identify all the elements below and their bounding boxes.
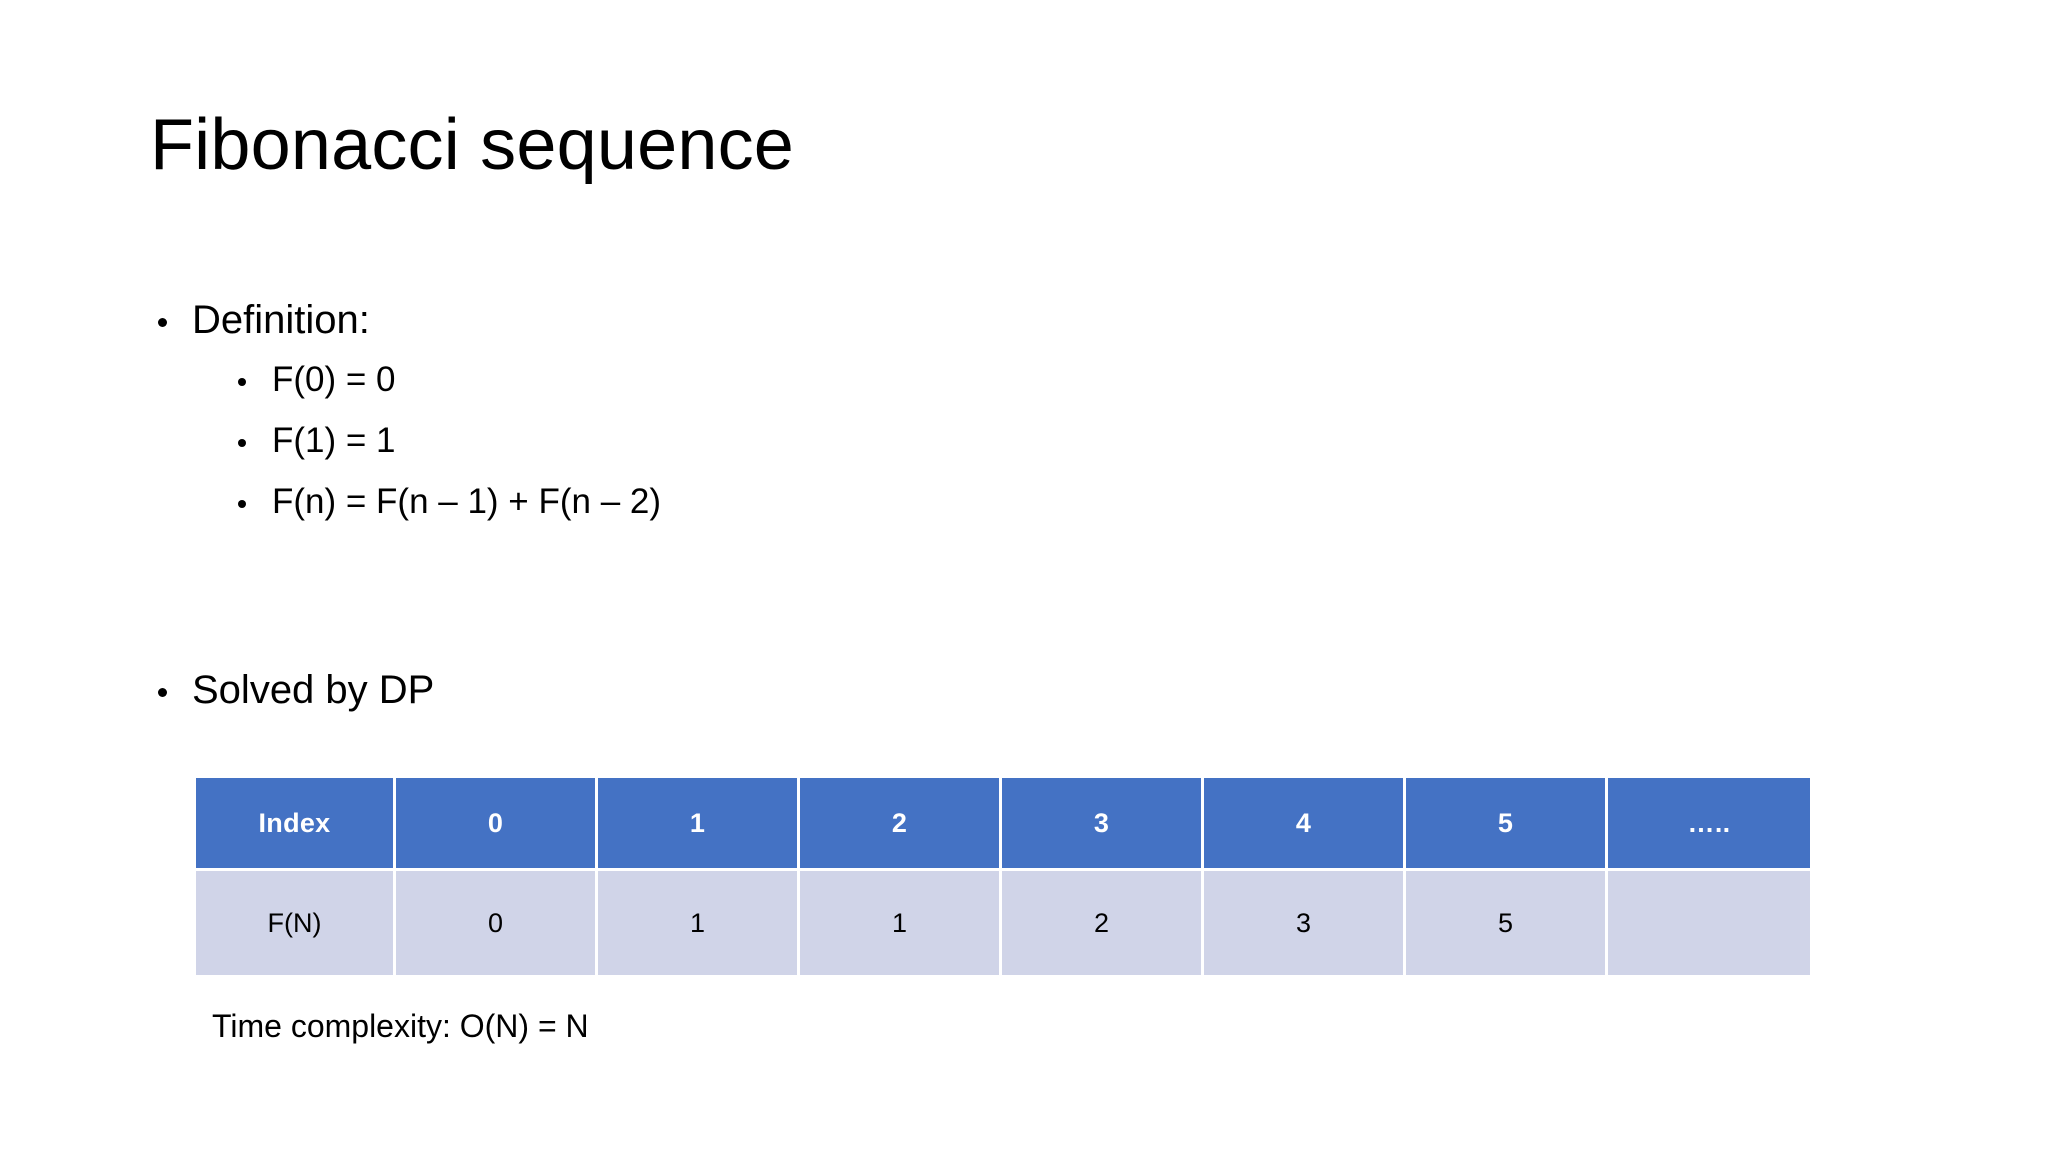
table-header-cell-1: 1 bbox=[598, 778, 800, 871]
sub-bullet-fn: F(n) = F(n – 1) + F(n – 2) bbox=[150, 484, 1550, 519]
table-header-cell-3: 3 bbox=[1002, 778, 1204, 871]
sub-bullet-f1-label: F(1) = 1 bbox=[272, 421, 396, 460]
table-header-cell-2: 2 bbox=[800, 778, 1002, 871]
table-cell-fn-3: 2 bbox=[1002, 871, 1204, 975]
bullet-solved-by-dp-label: Solved by DP bbox=[192, 668, 435, 712]
time-complexity-note: Time complexity: O(N) = N bbox=[212, 1008, 589, 1044]
table-header-cell-index: Index bbox=[196, 778, 396, 871]
bullet-solved-by-dp: Solved by DP bbox=[150, 670, 434, 710]
bullet-definition: Definition: bbox=[150, 300, 1550, 340]
table-header-cell-0: 0 bbox=[396, 778, 598, 871]
table-cell-fn-2: 1 bbox=[800, 871, 1002, 975]
table-cell-fn-label: F(N) bbox=[196, 871, 396, 975]
table-row: F(N) 0 1 1 2 3 5 bbox=[196, 871, 1810, 975]
page-title: Fibonacci sequence bbox=[150, 105, 795, 185]
definition-sub-list: F(0) = 0 F(1) = 1 F(n) = F(n – 1) + F(n … bbox=[150, 362, 1550, 519]
table-header-row: Index 0 1 2 3 4 5 ….. bbox=[196, 778, 1810, 871]
table-header-cell-ellipsis: ….. bbox=[1608, 778, 1810, 871]
bullet-dot-icon bbox=[158, 688, 167, 698]
bullet-dot-icon bbox=[238, 500, 246, 509]
table-cell-fn-5: 5 bbox=[1406, 871, 1608, 975]
slide-body: Definition: F(0) = 0 F(1) = 1 F(n) = F(n… bbox=[150, 300, 1550, 545]
sub-bullet-fn-label: F(n) = F(n – 1) + F(n – 2) bbox=[272, 482, 661, 521]
table-cell-fn-4: 3 bbox=[1204, 871, 1406, 975]
sub-bullet-f1: F(1) = 1 bbox=[150, 423, 1550, 458]
sub-bullet-f0: F(0) = 0 bbox=[150, 362, 1550, 397]
bullet-dot-icon bbox=[238, 439, 246, 448]
table-cell-fn-0: 0 bbox=[396, 871, 598, 975]
bullet-dot-icon bbox=[238, 378, 246, 387]
bullet-definition-label: Definition: bbox=[192, 298, 370, 342]
table-header-cell-4: 4 bbox=[1204, 778, 1406, 871]
sub-bullet-f0-label: F(0) = 0 bbox=[272, 360, 396, 399]
table-header-cell-5: 5 bbox=[1406, 778, 1608, 871]
bullet-dot-icon bbox=[158, 318, 167, 328]
fibonacci-table: Index 0 1 2 3 4 5 ….. F(N) 0 1 1 2 3 5 bbox=[196, 778, 1810, 975]
table-cell-fn-1: 1 bbox=[598, 871, 800, 975]
table-cell-fn-empty bbox=[1608, 871, 1810, 975]
